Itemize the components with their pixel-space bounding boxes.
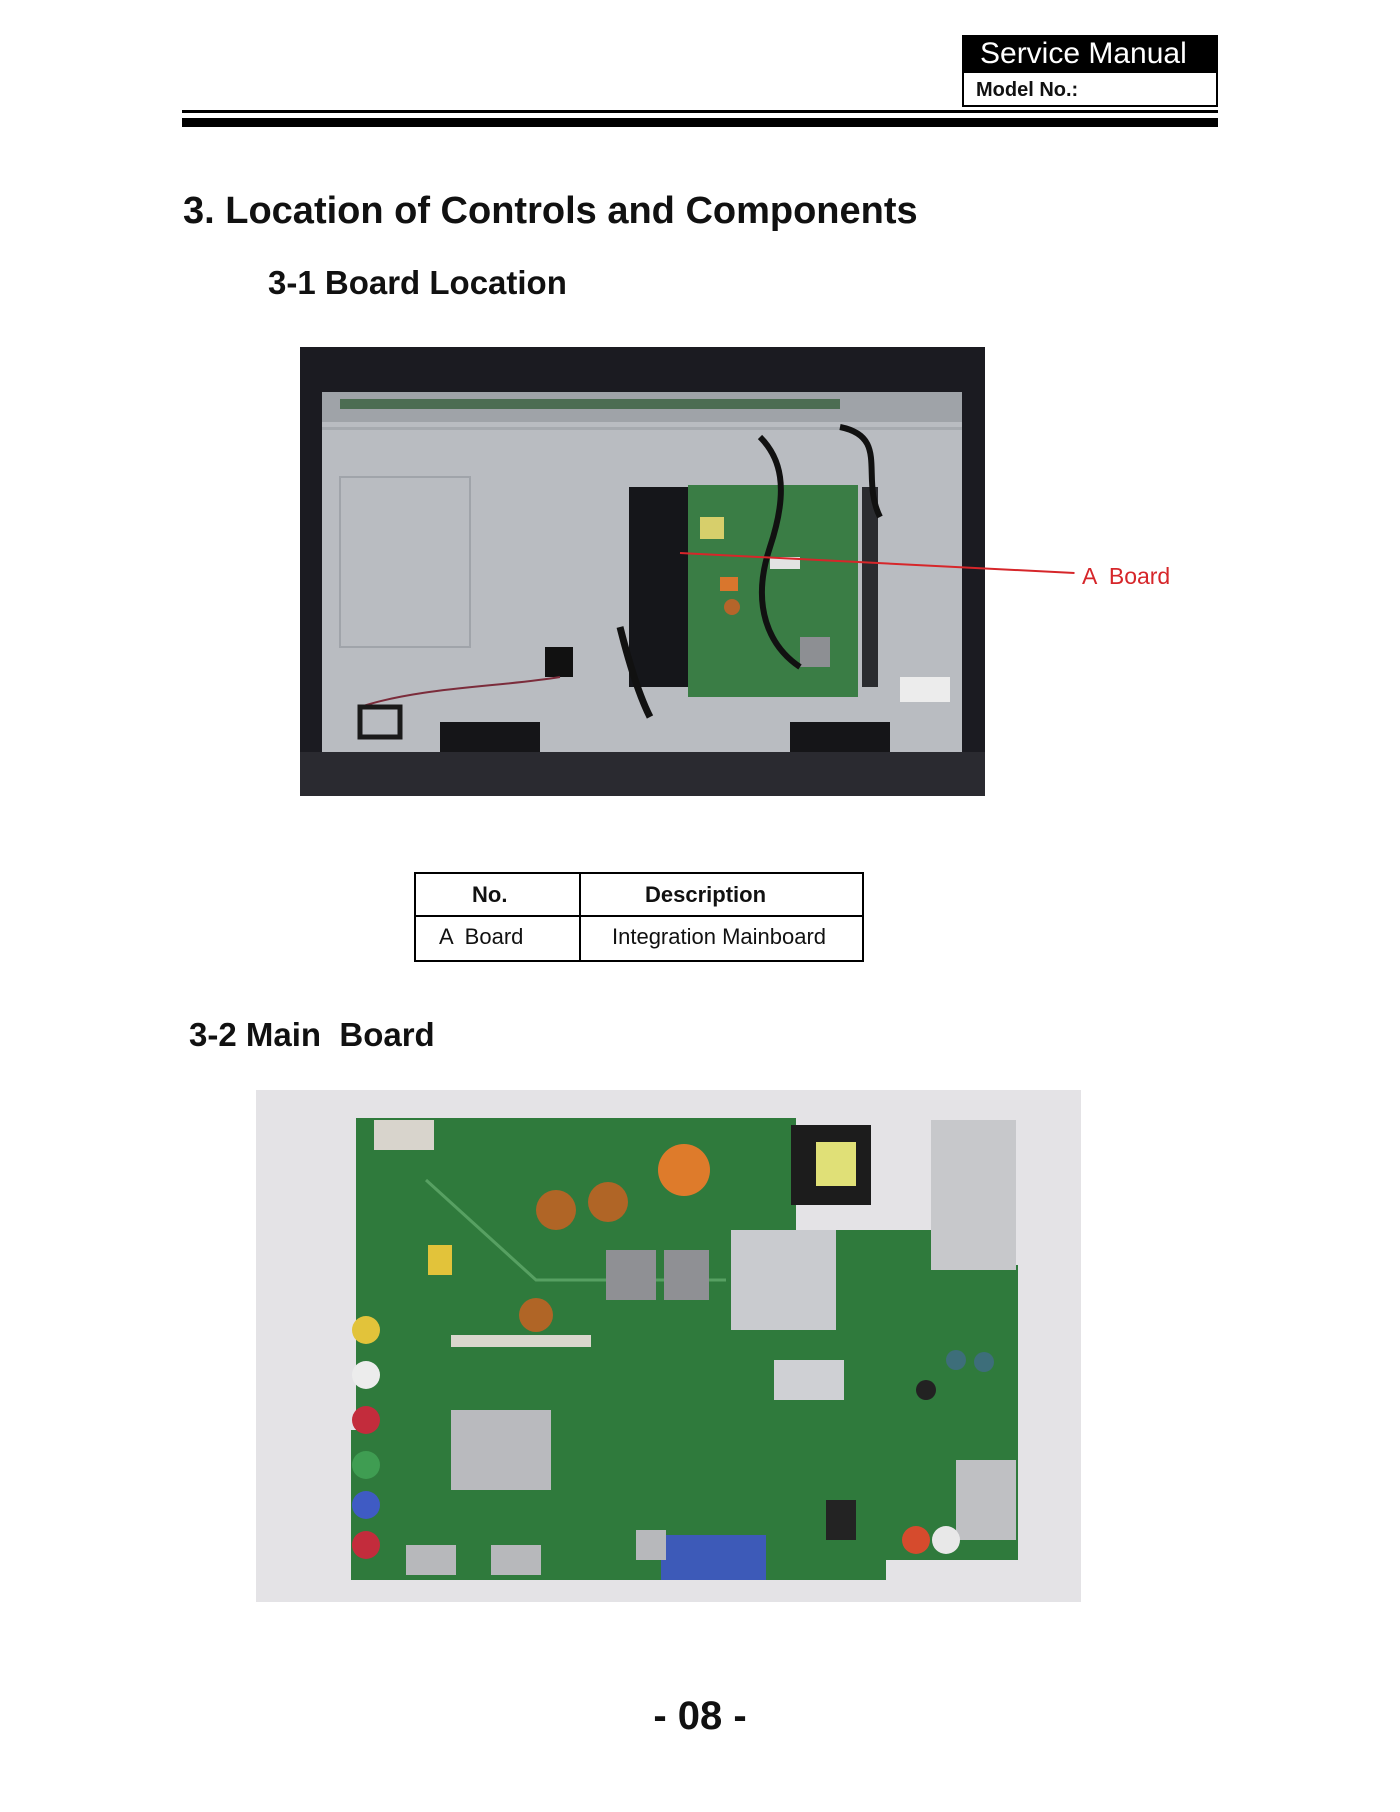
header-rule-thin [182,110,1218,113]
page-number: - 08 - [653,1694,747,1738]
header-title: Service Manual [962,35,1218,73]
tv-rear-photo [300,347,985,796]
a-board-annotation: A Board [1082,563,1171,589]
table-cell-description: Integration Mainboard [612,924,827,949]
table-header-no: No. [472,882,508,907]
board-table: No. Description A Board Integration Main… [414,872,864,962]
section-title: 3. Location of Controls and Components [183,190,918,232]
header-rule-thick [182,118,1218,127]
table-cell-no: A Board [439,924,524,949]
table-header-row [416,874,862,917]
subsection-title-board-location: 3-1 Board Location [268,264,567,301]
main-board-photo [256,1090,1081,1602]
model-number-label: Model No.: [976,79,1079,101]
subsection-title-main-board: 3-2 Main Board [189,1016,435,1053]
table-column-divider [579,874,581,960]
table-header-description: Description [645,882,767,907]
